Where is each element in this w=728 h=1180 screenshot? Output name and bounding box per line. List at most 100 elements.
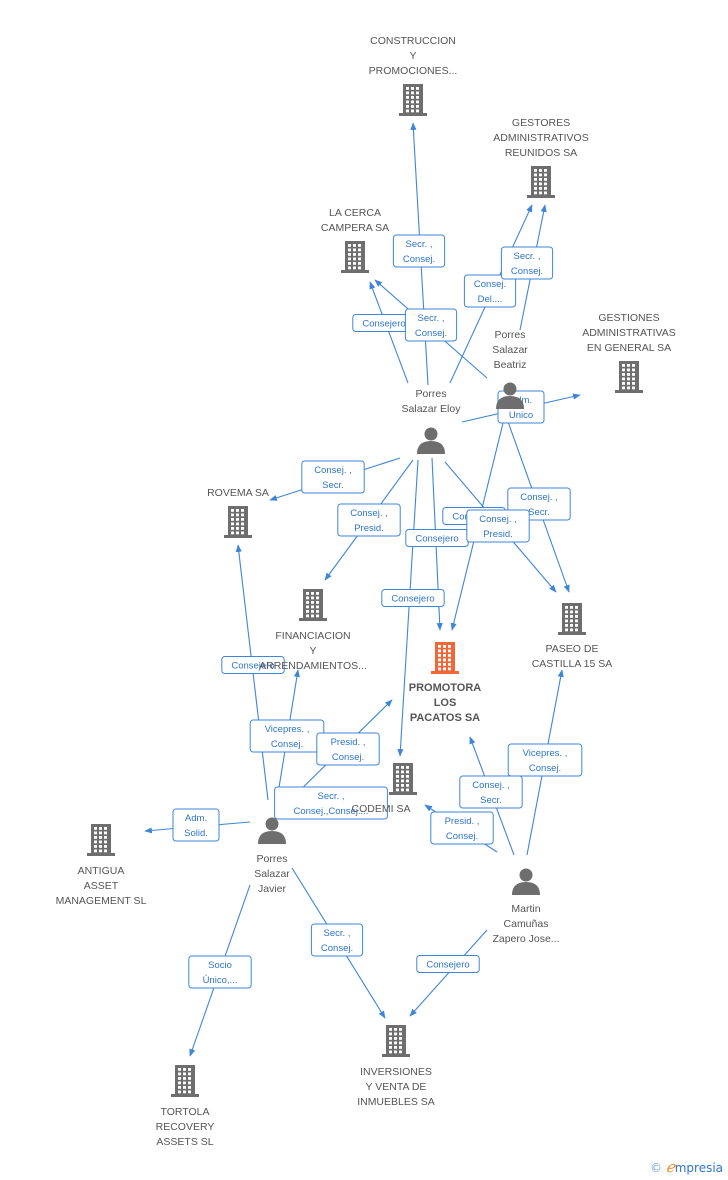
node-codemi[interactable]: CODEMI SA [352,763,417,815]
edge-role-badge[interactable]: Consejero [221,656,285,674]
badge-box [500,246,554,280]
node-label-text: Javier [258,883,287,895]
node-label-text: ADMINISTRATIVOS [493,132,588,144]
edge-role-badge[interactable]: Consej. ,Secr. [459,775,523,809]
badge-box [416,955,480,973]
badge-role-text: Consej.,Consej.... [294,806,369,817]
badge-role-text: Solid. [184,828,208,839]
node-label-text: Zapero Jose... [492,933,559,945]
badge-box [463,274,517,308]
badge-box [316,732,380,766]
brand-name: mpresia [674,1161,724,1175]
badge-role-text: Consejero [231,661,274,672]
node-financiacion[interactable]: FINANCIACION Y ARRENDAMIENTOS... [259,589,367,672]
edge-role-badge[interactable]: Secr. , Consej. [310,923,364,957]
node-label-text: LA CERCA [329,207,381,219]
edge-role-badge[interactable]: Secr. ,Consej. [404,308,458,342]
node-label-text: Y [309,645,316,657]
badge-role-text: Consej. [529,763,561,774]
node-label-text: INMUEBLES SA [357,1096,435,1108]
building-icon [382,1025,410,1057]
brand-watermark: © ℯmpresia [650,1158,723,1176]
badge-role-text: Secr. [322,480,344,491]
node-label-text: INVERSIONES [360,1066,432,1078]
building-icon [341,241,369,273]
edge-role-badge[interactable]: Vicepres. ,Consej. [507,743,583,777]
copyright-symbol: © [650,1161,662,1175]
badge-role-text: Consej. , [479,514,517,525]
node-label-text: Camuñas [504,918,549,930]
edge-role-badge[interactable]: Consejero [416,955,480,973]
building-icon [615,361,643,393]
node-label-text: EN GENERAL SA [587,342,671,354]
edge-role-badge[interactable]: Consej.Del.... [463,274,517,308]
badge-role-text: Presid. , [331,737,366,748]
edge-role-badge[interactable]: Secr. , Consej. [500,246,554,280]
edge-role-badge[interactable]: Adm.Solid. [172,808,220,842]
badge-box [310,923,364,957]
badge-role-text: Consejero [391,594,434,605]
badge-role-text: Consej. [403,254,435,265]
badge-role-text: Secr. , [406,239,433,250]
badge-role-text: Secr. , [318,791,345,802]
edge-role-badge[interactable]: SocioÚnico,... [188,955,252,989]
edge-role-badge[interactable]: Consej. ,Presid. [337,503,401,537]
node-cerca[interactable]: LA CERCA CAMPERA SA [321,207,389,273]
badge-role-text: Secr. , [324,928,351,939]
node-label-text: Martin [511,903,540,915]
node-construccion[interactable]: CONSTRUCCIONYPROMOCIONES... [369,35,458,116]
edge-role-badge[interactable]: Consejero [381,589,445,607]
edge-role-badge[interactable]: Consej. ,Secr. [301,460,365,494]
badge-box [301,460,365,494]
node-label-text: Porres [416,388,447,400]
edge-role-badge[interactable]: Secr. , Consej. [392,234,446,268]
edge-role-badge[interactable]: Consej. , Presid. [466,509,530,543]
node-label-text: Salazar [492,344,528,356]
badge-role-text: Consejero [426,960,469,971]
edge-role-badge[interactable]: Vicepres. ,Consej. [249,719,325,753]
node-label-text: ARRENDAMIENTOS... [259,660,367,672]
badge-role-text: Consejero [415,534,458,545]
edge-role-badge[interactable]: Presid. ,Consej. [316,732,380,766]
badge-role-text: Presid. [354,523,384,534]
node-label-text: Beatriz [494,359,527,371]
badge-role-text: Consej. , [472,780,510,791]
node-label-text: CAMPERA SA [321,222,389,234]
node-inversiones[interactable]: INVERSIONES Y VENTA DE INMUEBLES SA [357,1025,435,1108]
node-label-text: FINANCIACION [275,630,350,642]
node-label-text: Salazar Eloy [402,403,462,415]
building-icon [224,506,252,538]
edge-role-badge[interactable]: Secr. , Consej.,Consej.... [274,786,388,820]
node-label-text: ROVEMA SA [207,487,269,499]
badge-role-text: Presid. [483,529,513,540]
edge-role-badge[interactable]: Presid. ,Consej. [430,811,494,845]
badge-role-text: Consej. [511,266,543,277]
badge-role-text: Secr. , [514,251,541,262]
building-icon [389,763,417,795]
edge-eloy-to-codemi [397,459,419,757]
badge-box [392,234,446,268]
badge-role-text: Consej. , [520,492,558,503]
node-label-text: Porres [257,853,288,865]
edge-role-badge[interactable]: Consejero [405,529,469,547]
node-label-text: CONSTRUCCION [370,35,456,47]
badge-role-text: Consej. [321,943,353,954]
badge-role-text: Consejero [362,319,405,330]
node-rovema[interactable]: ROVEMA SA [207,487,269,538]
node-label-text: Porres [495,329,526,341]
node-label-text: RECOVERY [156,1121,215,1133]
building-icon [527,166,555,198]
node-label-text: ASSETS SL [156,1136,213,1148]
badge-role-text: Presid. , [445,816,480,827]
node-label-text: Y VENTA DE [366,1081,427,1093]
